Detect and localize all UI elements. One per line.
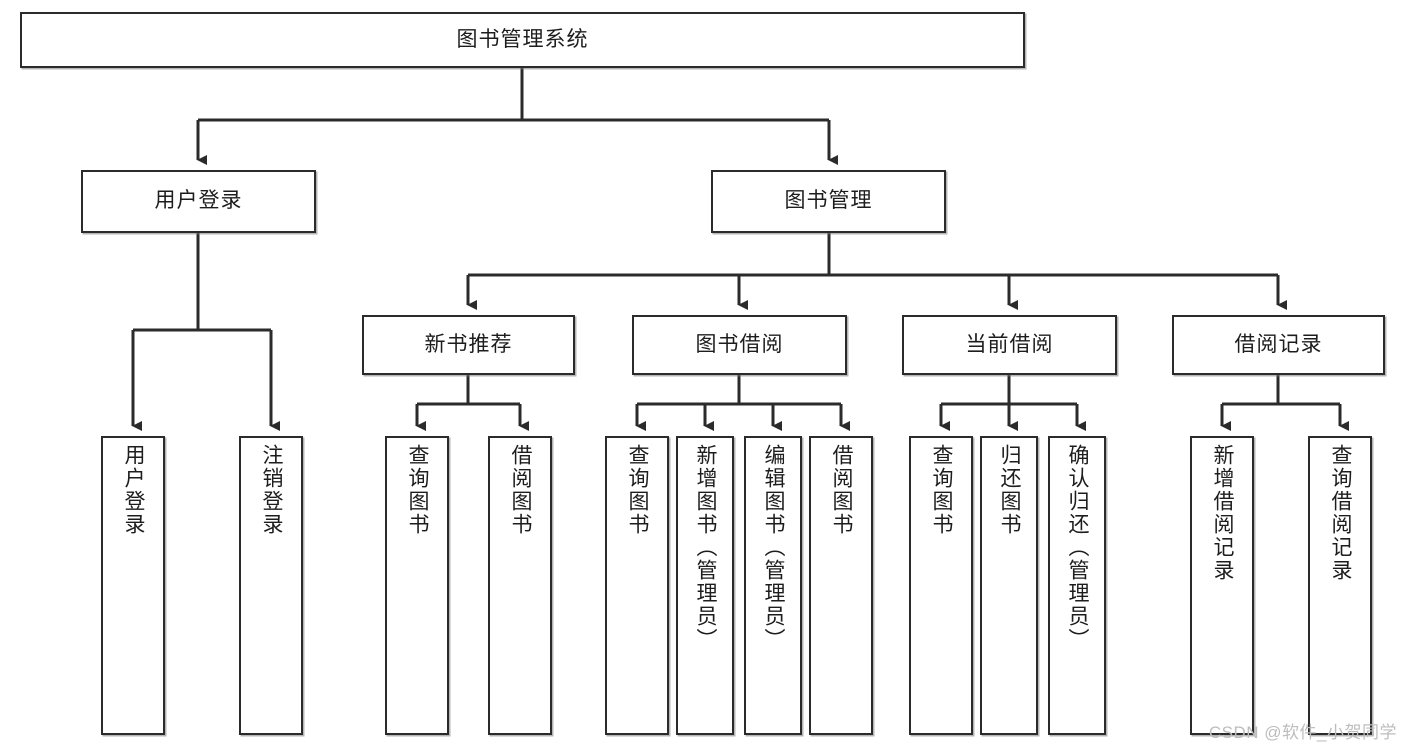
leaf-confirm-return-admin[interactable]: 确认归还（管理员） — [1048, 436, 1106, 735]
node-book-management[interactable]: 图书管理 — [711, 170, 946, 233]
node-book-borrow[interactable]: 图书借阅 — [632, 315, 847, 375]
leaf-borrow-books[interactable]: 借阅图书 — [809, 436, 873, 735]
leaf-logout[interactable]: 注销登录 — [239, 436, 303, 735]
leaf-label: 查询图书 — [406, 444, 430, 536]
leaf-add-book-admin[interactable]: 新增图书（管理员） — [676, 436, 734, 735]
node-root-system[interactable]: 图书管理系统 — [20, 12, 1025, 68]
node-new-book-recommend[interactable]: 新书推荐 — [362, 315, 575, 375]
leaf-label: 借阅图书 — [830, 444, 854, 536]
leaf-query-books-borrow[interactable]: 查询图书 — [605, 436, 669, 735]
node-label: 当前借阅 — [965, 332, 1054, 356]
watermark-text: CSDN @软件_小贺同学 — [1208, 723, 1397, 742]
leaf-label: 查询借阅记录 — [1329, 444, 1353, 582]
leaf-query-books-recommend[interactable]: 查询图书 — [385, 436, 449, 735]
leaf-label: 新增图书（管理员） — [694, 444, 718, 651]
node-label: 借阅记录 — [1234, 332, 1323, 356]
leaf-label: 查询图书 — [930, 444, 954, 536]
leaf-label: 新增借阅记录 — [1211, 444, 1235, 582]
leaf-add-borrow-record[interactable]: 新增借阅记录 — [1190, 436, 1254, 735]
leaf-user-login[interactable]: 用户登录 — [101, 436, 165, 735]
leaf-label: 确认归还（管理员） — [1066, 444, 1090, 651]
leaf-return-books[interactable]: 归还图书 — [980, 436, 1038, 735]
node-label: 用户登录 — [154, 189, 243, 213]
node-label: 图书管理系统 — [456, 27, 589, 51]
leaf-label: 用户登录 — [122, 444, 146, 536]
leaf-query-books-current[interactable]: 查询图书 — [909, 436, 973, 735]
node-current-borrow[interactable]: 当前借阅 — [902, 315, 1117, 375]
node-user-login[interactable]: 用户登录 — [81, 170, 316, 233]
leaf-borrow-books-recommend[interactable]: 借阅图书 — [488, 436, 552, 735]
leaf-label: 归还图书 — [998, 444, 1022, 536]
leaf-label: 查询图书 — [626, 444, 650, 536]
node-label: 图书借阅 — [695, 332, 784, 356]
leaf-query-borrow-record[interactable]: 查询借阅记录 — [1308, 436, 1372, 735]
node-borrow-records[interactable]: 借阅记录 — [1172, 315, 1385, 375]
leaf-label: 注销登录 — [260, 444, 284, 536]
node-label: 图书管理 — [784, 189, 873, 213]
leaf-edit-book-admin[interactable]: 编辑图书（管理员） — [744, 436, 802, 735]
leaf-label: 编辑图书（管理员） — [762, 444, 786, 651]
node-label: 新书推荐 — [424, 332, 513, 356]
leaf-label: 借阅图书 — [509, 444, 533, 536]
